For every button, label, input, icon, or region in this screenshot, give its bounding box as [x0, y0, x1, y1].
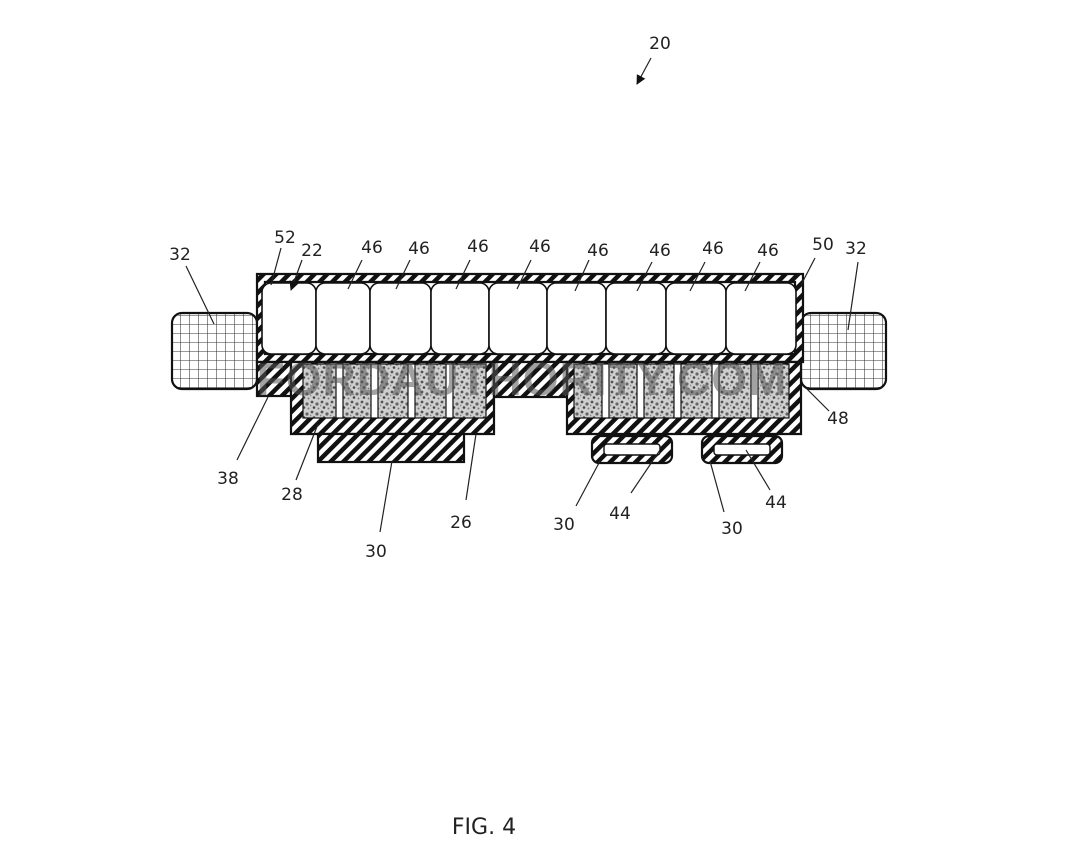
- label-30-left: 30: [365, 542, 387, 562]
- label-46-1: 46: [361, 238, 383, 258]
- watermark: FORDAUTHORITY.COM: [257, 353, 788, 405]
- lower-right-dividers: [601, 363, 759, 419]
- reference-numerals: 20 32 52 22 46 46 46 46 46 46 46 46 50 3…: [169, 34, 867, 562]
- left-mount-block: [170, 311, 259, 391]
- bottom-heat-plate: [316, 432, 466, 464]
- label-46-7: 46: [702, 239, 724, 259]
- middle-bridge: [492, 360, 569, 399]
- label-44-right: 44: [765, 493, 787, 513]
- label-46-3: 46: [467, 237, 489, 257]
- label-50: 50: [812, 235, 834, 255]
- label-46-6: 46: [649, 241, 671, 261]
- label-46-2: 46: [408, 239, 430, 259]
- label-46-4: 46: [529, 237, 551, 257]
- battery-cells-upper: [261, 282, 797, 355]
- label-44-left: 44: [609, 504, 631, 524]
- figure-caption: FIG. 4: [452, 815, 516, 840]
- label-28: 28: [281, 485, 303, 505]
- label-46-5: 46: [587, 241, 609, 261]
- label-48: 48: [827, 409, 849, 429]
- label-20: 20: [649, 34, 671, 54]
- coolant-tube-1: [590, 434, 674, 465]
- label-32-left: 32: [169, 245, 191, 265]
- leader-lines: [185, 57, 859, 533]
- label-52: 52: [274, 228, 296, 248]
- label-22: 22: [301, 241, 323, 261]
- label-26: 26: [450, 513, 472, 533]
- label-30-right: 30: [721, 519, 743, 539]
- lower-left-dividers: [335, 363, 454, 419]
- coolant-tube-2: [700, 434, 784, 465]
- label-32-right: 32: [845, 239, 867, 259]
- lower-left-cavity: [302, 363, 487, 419]
- label-46-8: 46: [757, 241, 779, 261]
- label-38: 38: [217, 469, 239, 489]
- right-mount-block: [799, 311, 888, 391]
- label-30-middle: 30: [553, 515, 575, 535]
